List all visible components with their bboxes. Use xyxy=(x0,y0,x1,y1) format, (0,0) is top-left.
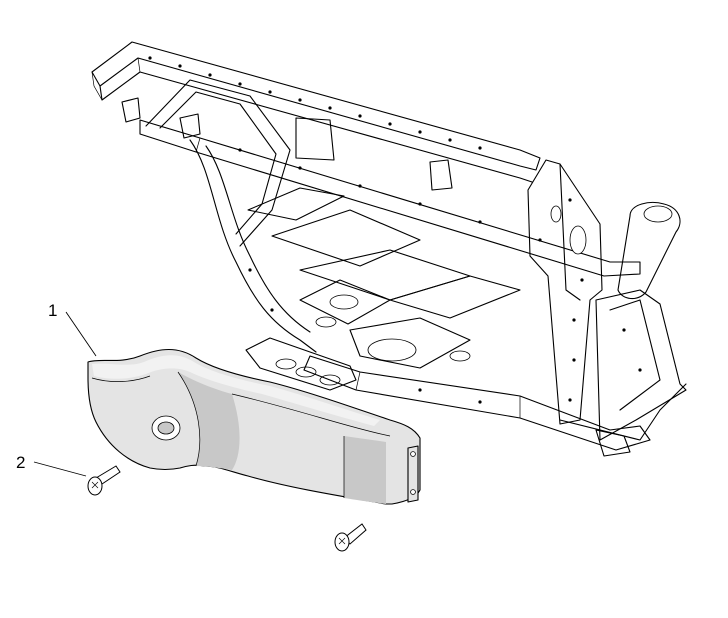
side-guard-shadow xyxy=(178,372,240,470)
frame-front-bracket xyxy=(245,337,357,391)
frame-front-tube xyxy=(189,139,317,353)
callout-1: 1 xyxy=(48,301,97,357)
frame-mid-rail xyxy=(139,119,641,277)
side-guard-body xyxy=(87,348,421,505)
bolt-part-right xyxy=(334,523,367,552)
vehicle-frame xyxy=(91,41,687,457)
callout-2-leader xyxy=(33,461,87,477)
frame-rear-cylinder xyxy=(617,201,681,300)
frame-rear-rail xyxy=(595,289,687,441)
callout-2: 2 xyxy=(16,453,87,477)
frame-fastener-holes xyxy=(148,56,642,404)
side-guard-part xyxy=(87,348,421,505)
side-guard-top-face xyxy=(92,355,380,426)
frame-cross-member xyxy=(247,187,345,221)
side-guard-mount-tab xyxy=(407,445,419,503)
callout-1-label: 1 xyxy=(48,301,57,320)
callout-1-leader xyxy=(65,311,97,357)
frame-floor-pan xyxy=(299,279,391,325)
callout-2-label: 2 xyxy=(16,453,25,472)
frame-top-rail xyxy=(91,41,541,171)
bolt-part-left xyxy=(87,465,121,496)
frame-lower-rail xyxy=(303,355,651,451)
frame-rear-plate xyxy=(527,159,603,425)
frame-diagonal-tube xyxy=(145,79,291,247)
